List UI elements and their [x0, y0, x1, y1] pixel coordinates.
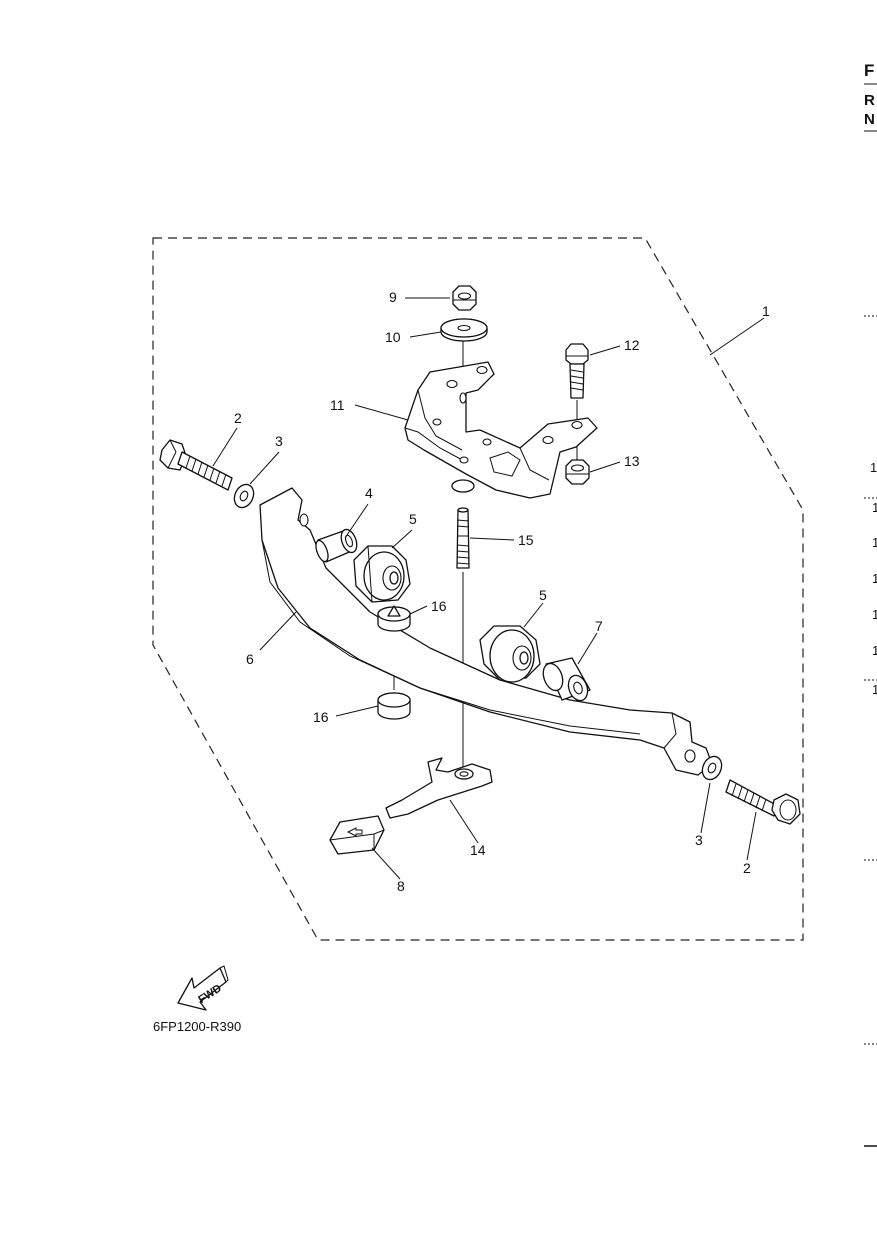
part-washer-3-right	[701, 755, 723, 781]
callout-labels: 1 2 3 4 5 6 9 10 11 12 13 15 16 5 7 16 1…	[234, 289, 770, 894]
fwd-arrow-icon: FWD	[177, 965, 229, 1011]
part-bushing-7	[542, 657, 591, 702]
callout-1: 1	[762, 303, 770, 319]
part-plate-14	[385, 757, 493, 819]
callout-5-lower: 5	[539, 587, 547, 603]
part-nut-5-upper	[353, 545, 411, 603]
callout-6: 6	[246, 651, 254, 667]
edge-letter-n: N	[864, 111, 875, 128]
assembly-boundary	[152, 237, 804, 941]
part-washer-3-left	[233, 483, 255, 509]
callout-15: 15	[518, 532, 534, 548]
part-nut-13	[565, 459, 590, 485]
callout-3-left: 3	[275, 433, 283, 449]
callout-11: 11	[330, 397, 345, 413]
callout-10: 10	[385, 329, 401, 345]
edge-digit: 1	[870, 460, 877, 475]
part-nut-9	[452, 285, 477, 311]
part-bushing-4	[315, 528, 358, 563]
callout-9: 9	[389, 289, 397, 305]
edge-digit: 1	[872, 571, 877, 586]
edge-letter-f: F	[864, 61, 874, 80]
part-bolt-2-right	[725, 779, 801, 825]
drawing-code: 6FP1200-R390	[153, 1019, 241, 1034]
leader-lines	[212, 297, 765, 880]
edge-digit: 1	[872, 535, 877, 550]
part-bar-6	[259, 487, 713, 776]
edge-digit: 1	[872, 500, 877, 515]
callout-5-upper: 5	[409, 511, 417, 527]
callout-2-right: 2	[743, 860, 751, 876]
callout-13: 13	[624, 453, 640, 469]
callout-7: 7	[595, 618, 603, 634]
part-bolt-12	[565, 343, 589, 399]
callout-4: 4	[365, 485, 373, 501]
part-grommet-16-upper	[377, 605, 411, 632]
edge-digit: 1	[872, 682, 877, 697]
callout-2-left: 2	[234, 410, 242, 426]
part-bracket-11	[404, 361, 598, 499]
callout-8: 8	[397, 878, 405, 894]
part-grommet-16-lower	[377, 692, 411, 720]
edge-digit: 1	[872, 607, 877, 622]
callout-16-upper: 16	[431, 598, 447, 614]
part-stud-15	[456, 507, 470, 569]
edge-digit: 1	[872, 643, 877, 658]
part-marker-8	[329, 815, 385, 855]
callout-3-right: 3	[695, 832, 703, 848]
callout-12: 12	[624, 337, 640, 353]
part-nut-5-lower	[479, 625, 541, 683]
right-edge-fragment: F R N 1 1 1 1 1 1 1	[864, 61, 877, 1147]
part-bolt-2-left	[159, 439, 233, 491]
edge-letter-r: R	[864, 92, 875, 109]
part-washer-10	[440, 318, 488, 342]
callout-14: 14	[470, 842, 486, 858]
callout-16-lower: 16	[313, 709, 329, 725]
